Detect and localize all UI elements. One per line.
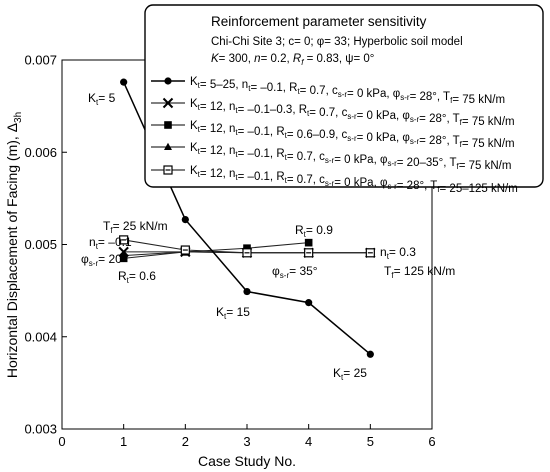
data-point (304, 248, 314, 258)
data-point (119, 254, 128, 263)
data-point (119, 235, 129, 245)
y-tick-label: 0.005 (24, 237, 57, 252)
square-marker (243, 244, 251, 252)
series-3 (119, 238, 313, 263)
legend-marker (164, 121, 172, 129)
x-marker (118, 246, 129, 258)
annotation-label: nt= 0.3 (380, 245, 416, 261)
annotation-label: Tf= 125 kN/m (384, 264, 455, 280)
data-point (243, 287, 251, 296)
x-tick-label: 5 (367, 434, 374, 449)
circle-marker (120, 78, 128, 86)
annotation-label: Tf= 25 kN/m (103, 219, 168, 235)
legend-label: Kt= 12, nt= –0.1, Rt= 0.6–0.9, cs-r= 0 k… (190, 120, 515, 150)
legend-label: Kt= 12, nt= –0.1, Rt= 0.7, cs-r= 0 kPa, … (190, 142, 511, 172)
series-5 (119, 235, 375, 258)
legend-subtitle-1: Chi-Chi Site 3; c= 0; φ= 33; Hyperbolic … (211, 36, 463, 48)
legend-subtitle-2: K= 300, n= 0.2, Rf = 0.83, ψ= 0° (211, 53, 374, 67)
data-point (305, 299, 313, 307)
square-marker (164, 121, 172, 129)
data-point (180, 245, 190, 255)
triangle-marker (164, 142, 172, 150)
legend-marker (164, 77, 172, 85)
data-point (366, 350, 374, 358)
circle-marker (243, 287, 251, 296)
legend-label: Kt= 12, nt= –0.1–0.3, Rt= 0.7, cs-r= 0 k… (190, 98, 515, 128)
data-point (365, 248, 375, 258)
x-axis-label: Case Study No. (198, 453, 296, 469)
square-marker (119, 254, 128, 263)
x-tick-label: 0 (58, 434, 65, 449)
x-tick-label: 3 (243, 434, 250, 449)
annotation-label: Rt= 0.6 (118, 269, 156, 285)
legend-entries: Kt= 5–25, nt= –0.1, Rt= 0.7, cs-r= 0 kPa… (151, 76, 518, 195)
legend-entry-4: Kt= 12, nt= –0.1, Rt= 0.7, cs-r= 0 kPa, … (151, 142, 511, 172)
legend-marker (163, 165, 173, 175)
data-point (181, 215, 189, 224)
legend-entry-1: Kt= 5–25, nt= –0.1, Rt= 0.7, cs-r= 0 kPa… (151, 76, 505, 106)
legend-entry-5: Kt= 12, nt= –0.1, Rt= 0.7, cs-r= 0 kPa, … (151, 165, 518, 195)
annotation-label: φs-r= 35° (272, 264, 318, 280)
circle-marker (366, 350, 374, 358)
circle-marker (164, 77, 172, 85)
series (118, 78, 376, 358)
series-line (123, 242, 309, 259)
data-point (242, 248, 252, 258)
legend-box (144, 4, 544, 188)
ticks: 0 1 2 3 4 5 6 0.003 0.004 0.005 0.006 0.007 (24, 53, 435, 450)
data-point (304, 238, 313, 247)
data-point (120, 78, 128, 86)
annotation-label: Kt= 5 (88, 91, 116, 107)
data-point (118, 246, 129, 258)
x-tick-label: 4 (305, 434, 312, 449)
circle-marker (181, 215, 189, 224)
annotation-label: Rt= 0.9 (295, 223, 333, 239)
x-tick-label: 2 (182, 434, 189, 449)
legend-title: Reinforcement parameter sensitivity (211, 14, 427, 29)
y-tick-label: 0.003 (24, 422, 57, 437)
legend: Reinforcement parameter sensitivity Chi-… (144, 4, 544, 195)
legend-marker (162, 97, 174, 109)
annotation-label: Kt= 25 (333, 366, 367, 382)
legend-marker (164, 142, 172, 150)
x-marker (162, 97, 174, 109)
annotation-label: φs-r= 20° (81, 252, 127, 268)
legend-entry-3: Kt= 12, nt= –0.1, Rt= 0.6–0.9, cs-r= 0 k… (151, 120, 515, 150)
legend-label: Kt= 12, nt= –0.1, Rt= 0.7, cs-r= 0 kPa, … (190, 165, 518, 195)
x-tick-label: 1 (120, 434, 127, 449)
y-axis-label: Horizontal Displacement of Facing (m), Δ… (4, 112, 24, 378)
y-tick-label: 0.007 (24, 53, 57, 68)
circle-marker (305, 299, 313, 307)
annotation-label: Kt= 15 (216, 305, 250, 321)
y-tick-label: 0.006 (24, 145, 57, 160)
legend-label: Kt= 5–25, nt= –0.1, Rt= 0.7, cs-r= 0 kPa… (190, 76, 505, 106)
y-tick-label: 0.004 (24, 329, 57, 344)
legend-entry-2: Kt= 12, nt= –0.1–0.3, Rt= 0.7, cs-r= 0 k… (151, 97, 515, 128)
square-marker (304, 238, 313, 247)
x-tick-label: 6 (428, 434, 435, 449)
y-axis-label-main: Horizontal Displacement of Facing (m), Δ (4, 123, 20, 378)
data-point (243, 244, 251, 252)
y-axis-label-subscript: 3h (13, 112, 24, 123)
annotation-label: nt= –0.1 (89, 235, 132, 251)
